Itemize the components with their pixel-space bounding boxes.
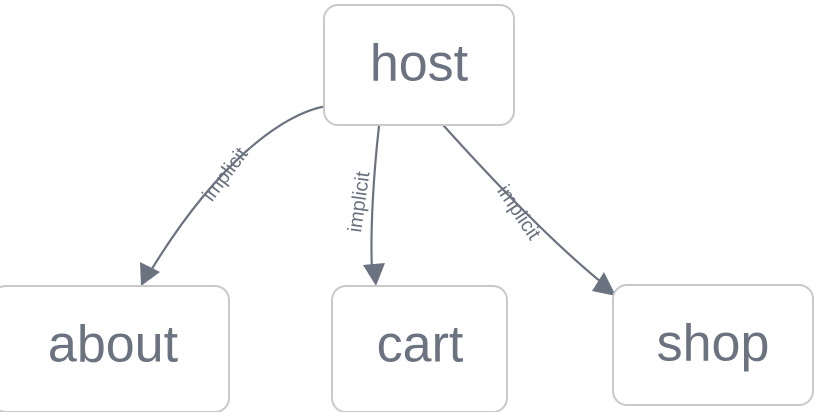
node-about-box[interactable]: [0, 285, 230, 412]
node-host-label: host: [370, 35, 469, 93]
edges-layer: implicit implicit implicit: [140, 104, 616, 296]
edge-host-about-label: implicit: [198, 143, 253, 205]
edge-host-cart[interactable]: implicit: [344, 124, 385, 286]
node-cart-label: cart: [377, 316, 464, 374]
node-about-label: about: [48, 316, 179, 374]
edge-host-about[interactable]: implicit: [140, 104, 329, 286]
edge-host-about-arrowhead-icon: [140, 262, 160, 286]
edge-host-cart-line: [370, 124, 381, 273]
node-host[interactable]: host: [323, 4, 515, 126]
node-host-box[interactable]: [323, 4, 515, 126]
node-shop-box[interactable]: [612, 284, 814, 406]
edge-host-shop-arrowhead-icon: [592, 272, 616, 296]
edge-host-cart-label: implicit: [344, 170, 374, 234]
edge-host-about-line: [148, 104, 329, 274]
node-shop-label: shop: [657, 315, 770, 373]
node-cart[interactable]: cart: [331, 285, 508, 412]
nodes-layer: host about cart shop: [0, 4, 814, 412]
edge-host-cart-arrowhead-icon: [363, 263, 385, 286]
edge-host-shop[interactable]: implicit: [442, 124, 616, 296]
node-about[interactable]: about: [0, 285, 230, 412]
edge-host-shop-line: [442, 124, 603, 284]
node-shop[interactable]: shop: [612, 284, 814, 406]
node-cart-box[interactable]: [331, 285, 508, 412]
edge-host-shop-label: implicit: [492, 181, 545, 244]
